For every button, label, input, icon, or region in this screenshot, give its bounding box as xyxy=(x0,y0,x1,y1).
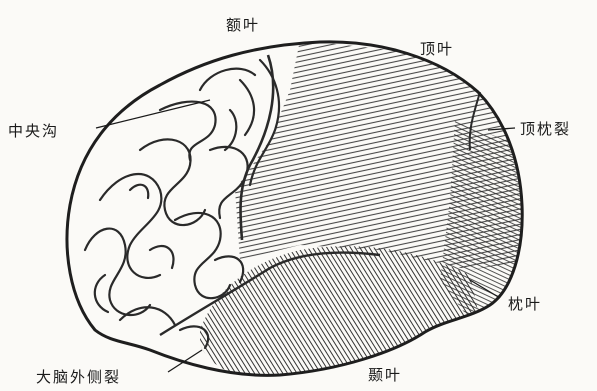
label-central-sulcus: 中央沟 xyxy=(8,120,59,141)
label-parieto-occipital-fissure: 顶枕裂 xyxy=(520,118,571,139)
label-lateral-fissure: 大脑外侧裂 xyxy=(36,366,121,387)
label-parietal-lobe: 顶叶 xyxy=(420,38,454,59)
label-occipital-lobe: 枕叶 xyxy=(508,293,542,314)
label-temporal-lobe: 颞叶 xyxy=(368,364,402,385)
label-frontal-lobe: 额叶 xyxy=(226,14,260,35)
